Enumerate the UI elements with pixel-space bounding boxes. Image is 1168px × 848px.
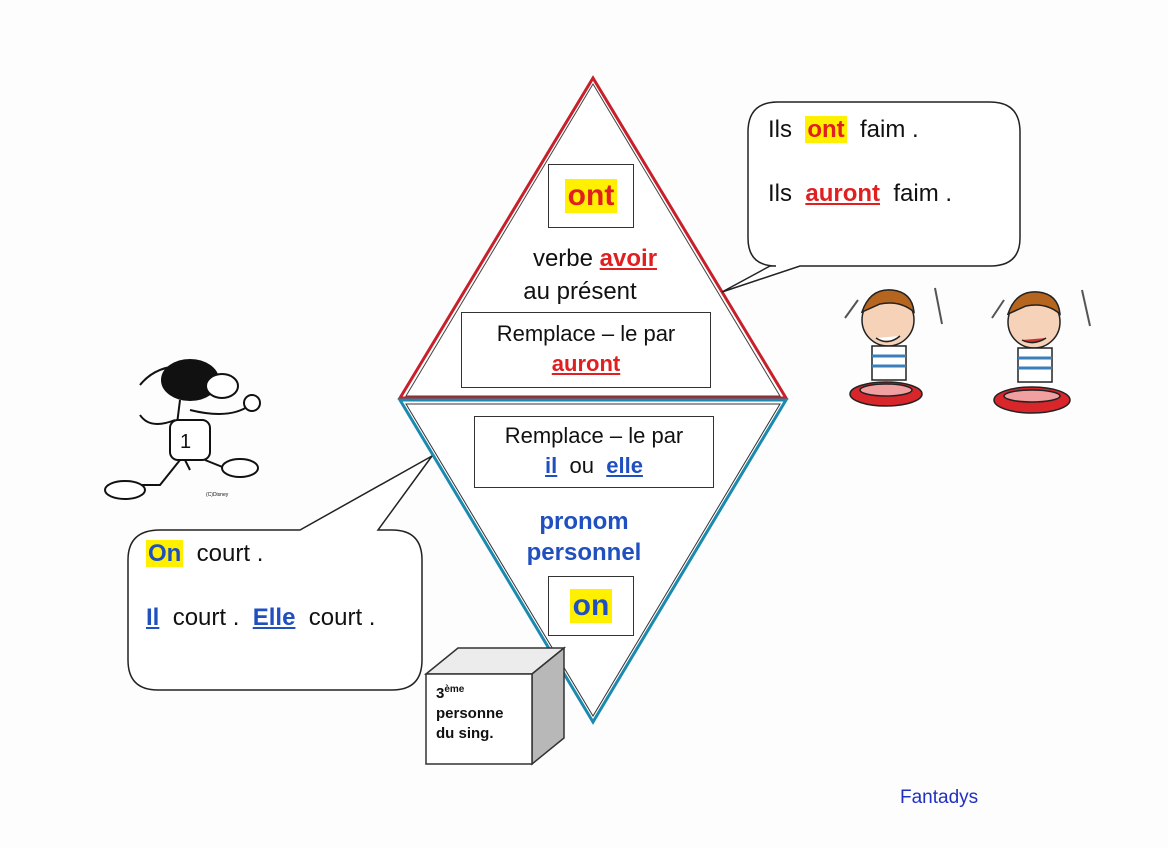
bottom-type: pronom personnel [484,506,684,568]
cube-sup: ème [444,684,464,695]
bottom-pronoun-elle: elle [606,453,643,478]
bubble-right-s2-rest: faim . [893,180,952,207]
bubble-left-s2-rest1: court . [173,604,240,631]
bottom-type-line2: personnel [484,537,684,568]
bottom-or: ou [570,453,594,478]
cube-label-line1: 3ème [436,680,504,704]
bubble-right-s1-word: ont [805,116,846,143]
bubble-left-s2-word1: Il [146,604,159,631]
bubble-left-s2-word2: Elle [253,604,296,631]
bottom-replace-words: il ou elle [475,453,713,479]
svg-text:1: 1 [180,431,191,453]
left-speech-bubble [128,456,432,690]
hungry-boy-1-illustration [845,288,942,406]
cube-label: 3ème personne du sing. [436,680,504,744]
top-line1-verb: avoir [600,245,657,272]
bubble-left-s1-rest: court . [197,540,264,567]
bubble-right-s1-rest: faim . [860,116,919,143]
top-line1-prefix: verbe [533,245,593,272]
credit-label: Fantadys [900,787,978,809]
bubble-right-s2-word: auront [805,180,880,207]
bubble-left-sentence1: On court . [146,540,263,568]
bubble-right-sentence1: Ils ont faim . [768,116,919,144]
top-replace-box: Remplace – le par auront [461,312,711,388]
cube-label-line3: du sing. [436,724,504,744]
top-line1: verbe avoir [480,245,710,273]
bubble-left-sentence2: Il court . Elle court . [146,604,375,632]
bubble-left-s1-word: On [146,540,183,567]
bottom-word-box: on [548,576,634,636]
bubble-right-s2-subject: Ils [768,180,792,207]
bottom-replace-label: Remplace – le par [475,423,713,449]
bubble-left-s2-rest2: court . [309,604,376,631]
bottom-pronoun-il: il [545,453,557,478]
top-word: ont [565,179,618,213]
hungry-boy-2-illustration [992,290,1090,413]
bottom-type-line1: pronom [484,506,684,537]
cube-label-line2: personne [436,704,504,724]
goofy-copyright: (C)Disney [206,492,228,498]
bubble-right-s1-subject: Ils [768,116,792,143]
bottom-replace-box: Remplace – le par il ou elle [474,416,714,488]
top-replace-word: auront [462,351,710,377]
top-replace-label: Remplace – le par [462,321,710,347]
bottom-word: on [570,589,613,623]
bubble-right-sentence2: Ils auront faim . [768,180,952,208]
top-line2: au présent [480,278,680,306]
top-word-box: ont [548,164,634,228]
running-dog-illustration: 1 [105,360,260,499]
